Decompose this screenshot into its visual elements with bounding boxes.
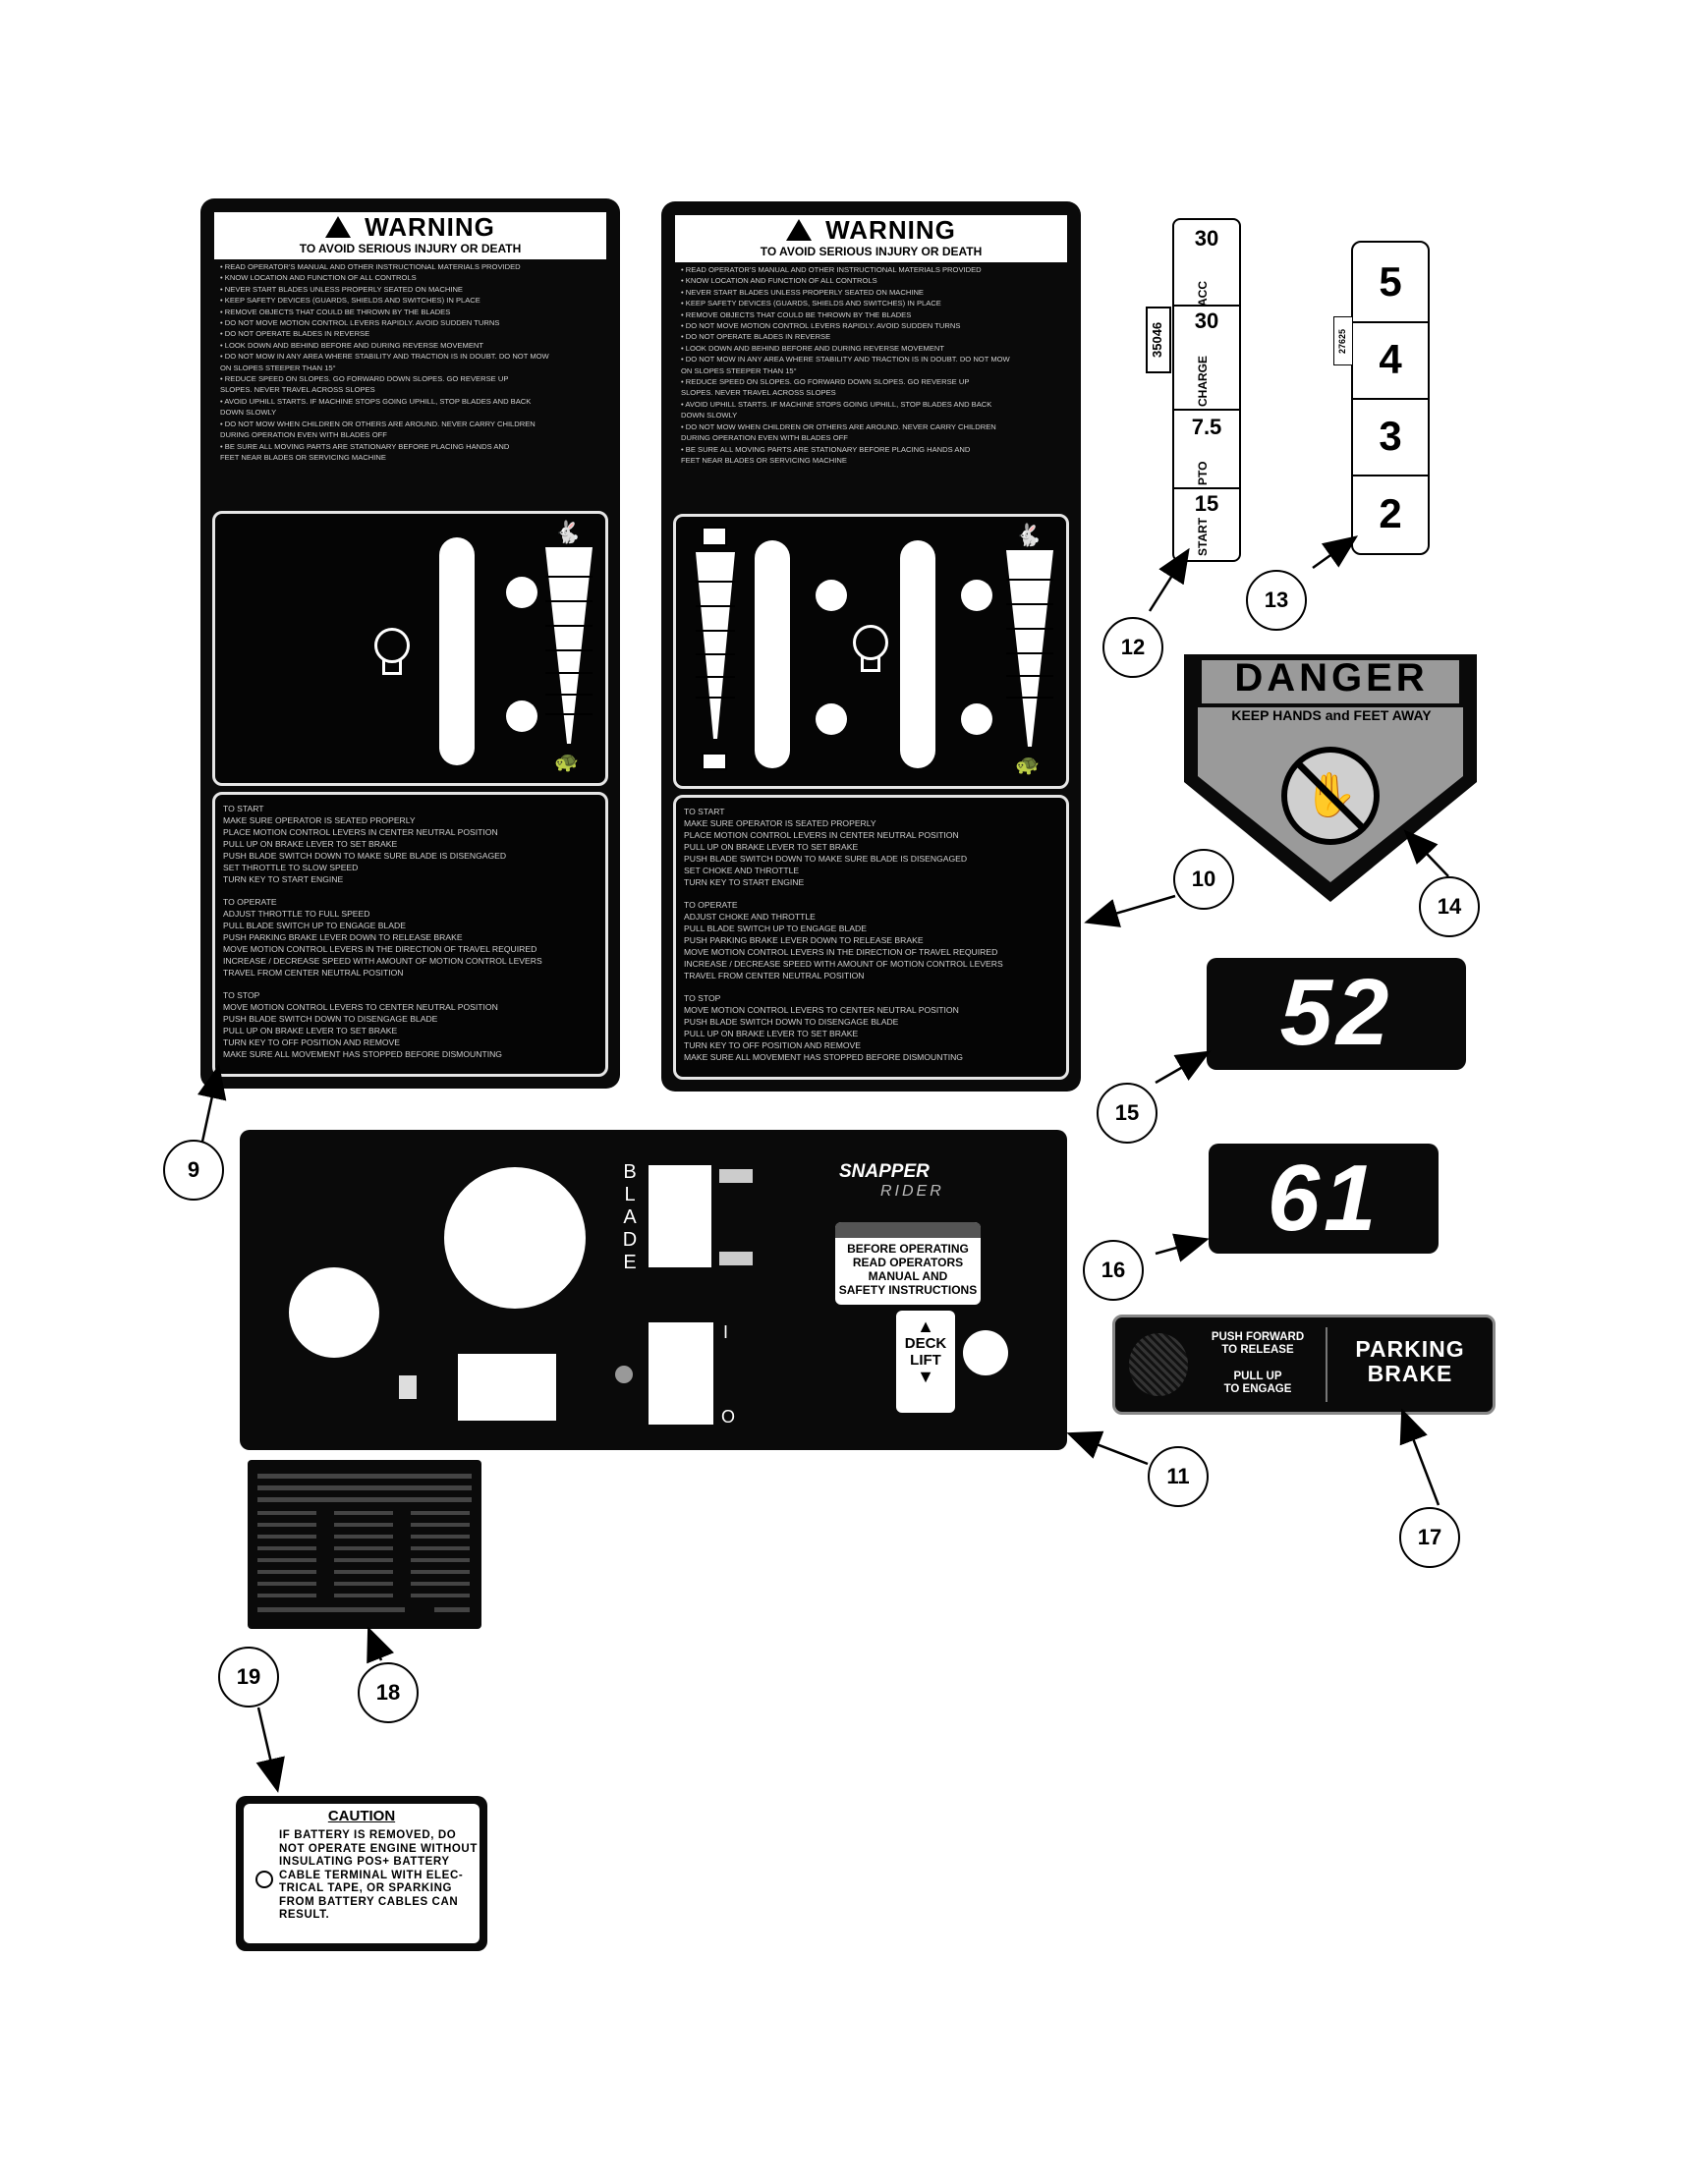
turtle-icon: 🐢 [1015, 755, 1040, 776]
fuse-amps: 30 [1194, 308, 1219, 333]
fuse-amps: 7.5 [1191, 415, 1222, 439]
warning-header: WARNING TO AVOID SERIOUS INJURY OR DEATH [214, 212, 606, 259]
blade-letter: B [623, 1161, 637, 1183]
patent-decal-18 [248, 1460, 481, 1629]
callout-9: 9 [163, 1140, 224, 1201]
callout-10: 10 [1173, 849, 1234, 910]
warning-decal-9: WARNING TO AVOID SERIOUS INJURY OR DEATH… [200, 198, 620, 1089]
callout-18: 18 [358, 1662, 419, 1723]
model-decal-52: 52 [1207, 958, 1466, 1070]
control-diagram-panel: 🐇 🐢 [673, 514, 1069, 789]
callout-17: 17 [1399, 1507, 1460, 1568]
pull-up-text: PULL UP [1233, 1371, 1282, 1382]
blade-on-icon [719, 1169, 753, 1183]
control-diagram-panel: 🐇 🐢 [212, 511, 608, 786]
parking-brake-decal-17: PUSH FORWARD TO RELEASE PULL UP TO ENGAG… [1112, 1315, 1496, 1415]
turtle-icon: 🐢 [554, 752, 579, 773]
arrow-up-icon: ▲ [917, 1316, 934, 1336]
callout-13: 13 [1246, 570, 1307, 631]
right-lever-slot [900, 540, 935, 768]
snapper-logo: SNAPPER [839, 1161, 930, 1182]
battery-icon [702, 753, 727, 770]
callout-16: 16 [1083, 1240, 1144, 1301]
mounting-hole [255, 1871, 273, 1888]
danger-subtitle: KEEP HANDS and FEET AWAY [1231, 707, 1432, 723]
deck-lift-hole [963, 1330, 1008, 1375]
fuse-label-12: 30 ACC 30 CHARGE 7.5 PTO 15 START [1172, 218, 1241, 562]
blade-switch-opening [649, 1165, 711, 1267]
callout-11: 11 [1148, 1446, 1209, 1507]
warning-rules: • READ OPERATOR'S MANUAL AND OTHER INSTR… [681, 265, 1010, 465]
blade-off-icon [719, 1252, 753, 1265]
hourglass-icon [399, 1375, 417, 1399]
warning-decal-10: WARNING TO AVOID SERIOUS INJURY OR DEATH… [661, 201, 1081, 1092]
height-number: 2 [1379, 490, 1402, 536]
warning-rules: • READ OPERATOR'S MANUAL AND OTHER INSTR… [220, 262, 549, 462]
model-number: 61 [1267, 1146, 1381, 1251]
warning-triangle-icon [786, 219, 813, 241]
ignition-switch-opening [649, 1322, 713, 1425]
push-forward-text: PUSH FORWARD [1211, 1331, 1305, 1343]
switch-on-mark: I [723, 1322, 729, 1342]
lever-dot [961, 580, 992, 611]
lever-dot-bottom [506, 700, 537, 732]
rabbit-icon: 🐇 [1015, 523, 1043, 547]
model-decal-61: 61 [1209, 1144, 1439, 1254]
lever-dot [816, 580, 847, 611]
callout-19: 19 [218, 1647, 279, 1708]
lever-dot-top [506, 577, 537, 608]
battery-icon [702, 527, 727, 546]
caution-title: CAUTION [327, 1808, 396, 1824]
danger-decal-14: ✋ [1184, 654, 1477, 902]
light-icon [615, 1366, 633, 1383]
parking-brake-title: PARKING [1355, 1336, 1465, 1362]
rider-logo: RIDER [880, 1183, 944, 1200]
height-number: 3 [1353, 398, 1428, 476]
lever-slot [439, 537, 475, 765]
rabbit-icon: 🐇 [554, 520, 582, 544]
height-label-13: 5 4 3 2 [1351, 241, 1430, 555]
callout-15: 15 [1097, 1083, 1158, 1144]
safety-instructions-label: BEFORE OPERATING READ OPERATORS MANUAL A… [835, 1222, 981, 1305]
fuse-amps: 15 [1194, 491, 1219, 516]
left-lever-slot [755, 540, 790, 768]
gauge-hole-large [444, 1167, 586, 1309]
caution-decal-19: CAUTION IF BATTERY IS REMOVED, DO NOT OP… [236, 1796, 487, 1951]
warning-header: WARNING TO AVOID SERIOUS INJURY OR DEATH [675, 215, 1067, 262]
fuse-amps: 30 [1194, 226, 1219, 251]
ignition-key-icon [374, 628, 410, 663]
hourmeter-opening [458, 1354, 556, 1421]
callout-14: 14 [1419, 876, 1480, 937]
lever-dot [961, 703, 992, 735]
height-number: 5 [1353, 243, 1428, 323]
ignition-key-icon [853, 625, 888, 660]
throttle-scale [545, 547, 593, 744]
warning-triangle-icon [325, 216, 352, 238]
console-decal-11: B L A D E SNAPPER RIDER BEFORE OPERATING… [240, 1130, 1067, 1450]
deck-lift-label: ▲ DECK LIFT ▼ [896, 1311, 955, 1413]
gauge-hole-small [289, 1267, 379, 1358]
danger-title: DANGER [1234, 656, 1429, 700]
switch-off-mark: O [721, 1407, 736, 1427]
lever-dot [816, 703, 847, 735]
model-number: 52 [1279, 960, 1393, 1065]
brake-pattern-icon [1129, 1333, 1188, 1396]
arrow-down-icon: ▼ [917, 1367, 934, 1386]
callout-12: 12 [1102, 617, 1163, 678]
height-number: 4 [1353, 321, 1428, 400]
right-throttle-scale [1006, 550, 1053, 747]
left-throttle-scale [696, 552, 735, 739]
patent-text-lines [257, 1474, 472, 1612]
